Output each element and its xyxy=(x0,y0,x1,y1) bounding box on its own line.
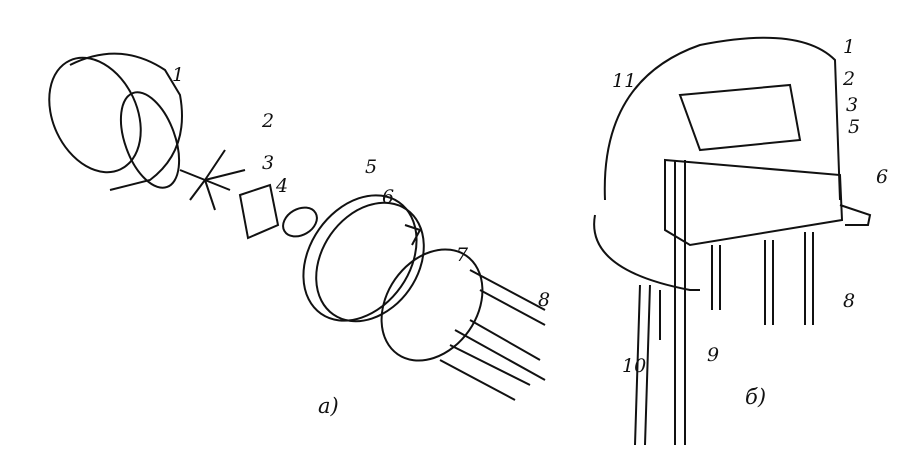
base-part xyxy=(380,248,546,401)
part-label-5: 5 xyxy=(365,156,378,178)
part-label-3: 3 xyxy=(262,152,275,174)
cutaway-view xyxy=(593,36,872,446)
plate-part xyxy=(302,194,425,323)
caption-b: б) xyxy=(745,385,767,409)
part-label-11: 11 xyxy=(612,70,637,92)
spark-part xyxy=(179,149,246,211)
chip-part xyxy=(238,183,280,240)
part-label-10: 10 xyxy=(622,355,647,377)
part-label-5b: 5 xyxy=(848,116,861,138)
part-label-9: 9 xyxy=(707,344,720,366)
part-label-8b: 8 xyxy=(843,290,856,312)
part-label-7: 7 xyxy=(456,244,469,266)
disc-part xyxy=(282,206,318,238)
caption-a: а) xyxy=(318,394,339,418)
part-label-6: 6 xyxy=(382,186,395,208)
part-label-1b: 1 xyxy=(843,36,856,58)
cap-part xyxy=(48,52,183,191)
part-label-6b: 6 xyxy=(876,166,889,188)
part-label-1: 1 xyxy=(172,64,185,86)
part-label-2: 2 xyxy=(262,110,275,132)
part-label-2b: 2 xyxy=(843,68,856,90)
part-label-4: 4 xyxy=(276,175,289,197)
part-label-3b: 3 xyxy=(846,94,859,116)
exploded-view xyxy=(48,52,546,401)
part-label-8: 8 xyxy=(538,289,551,311)
